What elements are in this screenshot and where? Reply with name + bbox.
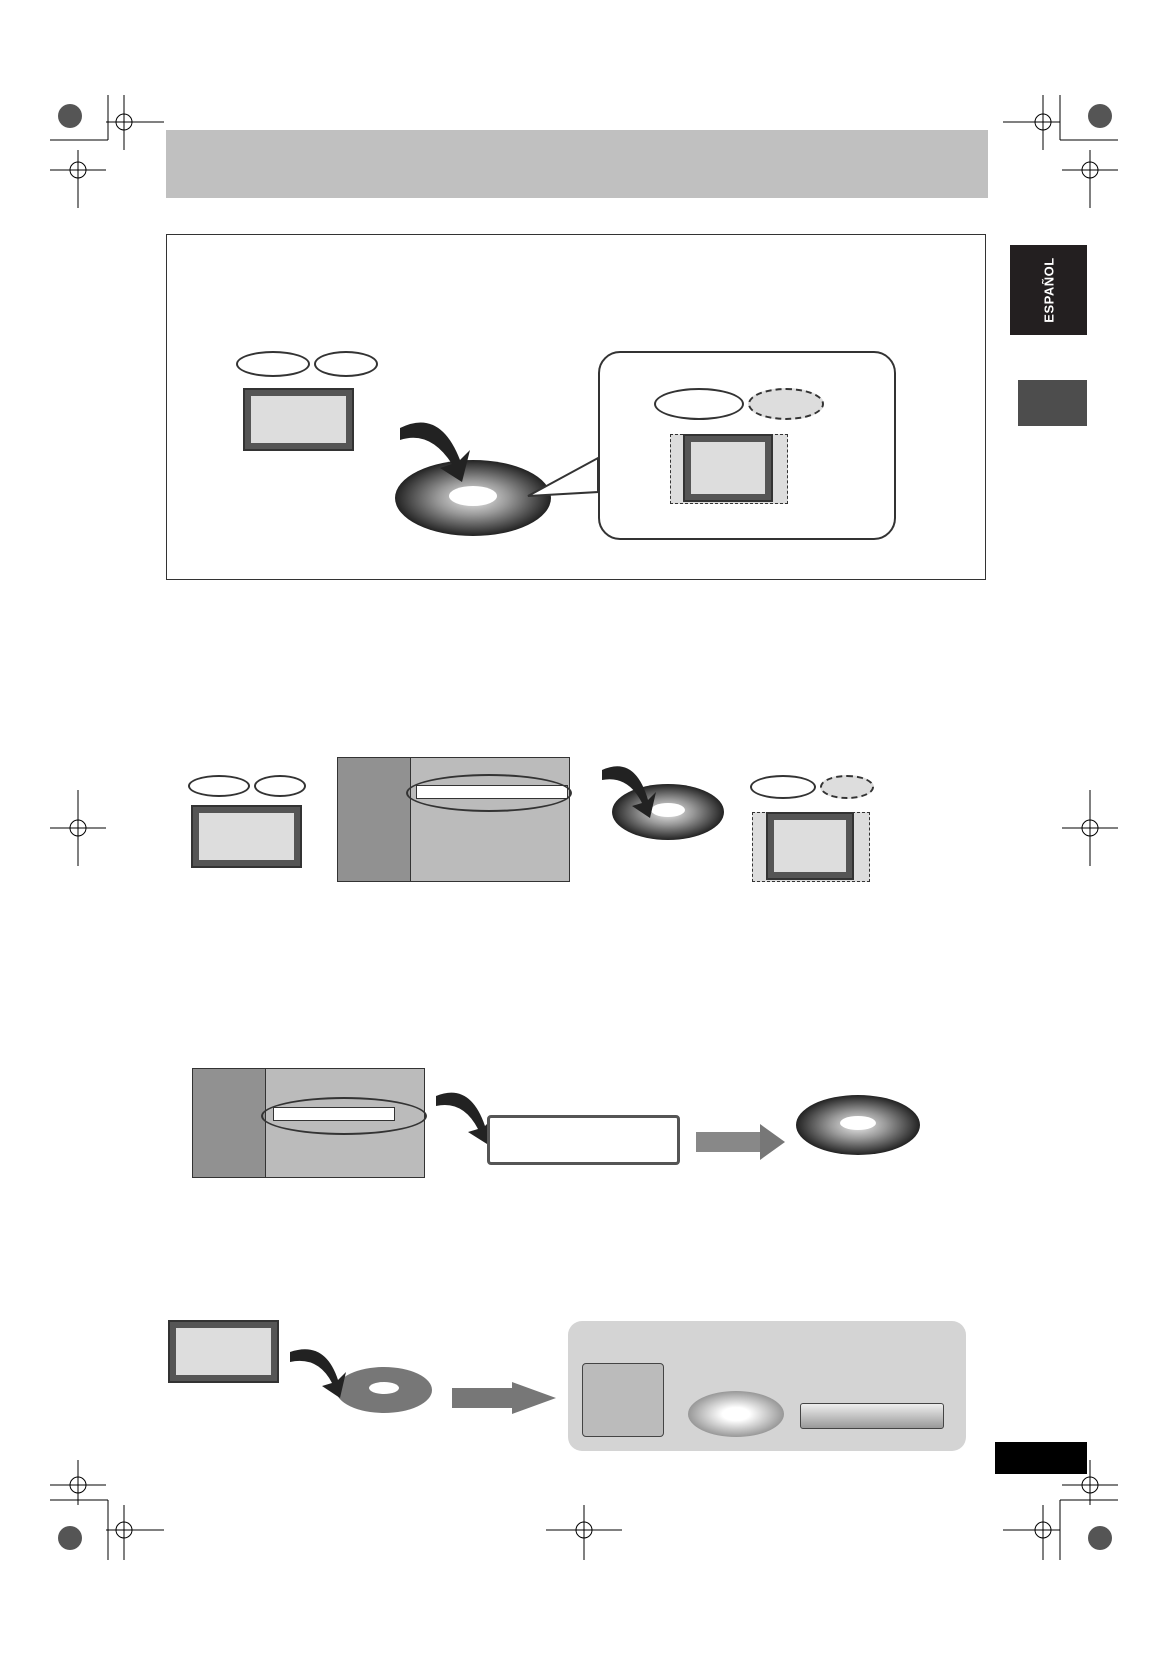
message-box <box>487 1115 680 1165</box>
callout-box <box>598 351 896 540</box>
compatible-devices-box <box>568 1321 966 1451</box>
tv-image <box>766 812 854 880</box>
tv-image <box>243 388 354 451</box>
tv-image <box>191 805 302 868</box>
section-tab <box>1018 380 1087 426</box>
speech-bubble <box>314 351 378 377</box>
registration-mark <box>106 95 164 150</box>
speech-bubble <box>254 775 306 797</box>
highlight-ellipse <box>406 774 572 812</box>
speech-bubble-dashed <box>748 388 824 420</box>
speech-bubble-dashed <box>820 775 874 799</box>
speech-bubble <box>654 388 744 420</box>
speech-bubble <box>188 775 250 797</box>
disc-icon <box>688 1391 784 1437</box>
menu-screen <box>192 1068 427 1178</box>
tv-image <box>683 434 773 502</box>
speech-bubble <box>750 775 816 799</box>
dvd-recorder-icon <box>800 1403 944 1429</box>
portable-player-icon <box>582 1363 664 1437</box>
page-number-tab <box>995 1442 1087 1474</box>
tv-image <box>168 1320 279 1383</box>
illustration-frame <box>166 234 986 580</box>
menu-screen <box>337 757 572 882</box>
speech-bubble <box>236 351 310 377</box>
highlight-ellipse <box>261 1097 427 1135</box>
language-tab: ESPAÑOL <box>1010 245 1087 335</box>
header-band <box>166 130 988 198</box>
